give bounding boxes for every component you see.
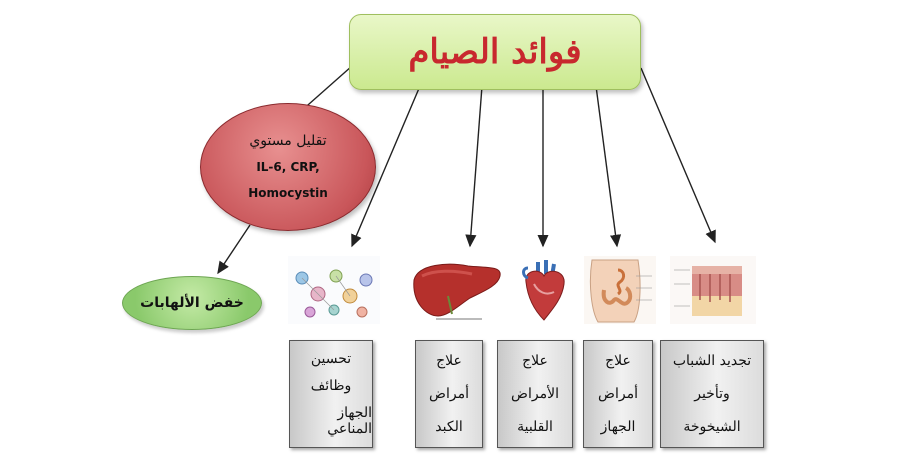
liver-icon xyxy=(413,263,501,320)
digestive-system-icon xyxy=(584,256,656,324)
inflammation-markers-oval: تقليل مستوي IL-6, CRP, Homocystin xyxy=(200,103,376,231)
card-line: وتأخير xyxy=(694,385,730,402)
heart-disease-card: علاج الأمراض القلبية xyxy=(497,340,573,448)
oval-line-3: Homocystin xyxy=(248,186,328,200)
skin-layers-icon xyxy=(670,256,756,324)
card-line: أمراض xyxy=(598,385,638,402)
card-line: الجهاز المناعي xyxy=(327,405,372,438)
arrow-to-liver xyxy=(465,85,483,248)
heart-icon xyxy=(522,260,565,321)
reduce-inflammation-oval: خفض الألهابات xyxy=(122,276,262,330)
card-line: الشيخوخة xyxy=(683,418,741,435)
card-line: علاج xyxy=(436,353,462,370)
arrow-to-green xyxy=(217,224,251,275)
card-line: أمراض xyxy=(429,385,469,402)
anti-aging-card: تجديد الشباب وتأخير الشيخوخة xyxy=(660,340,764,448)
card-line: القلبية xyxy=(517,418,553,435)
card-line: تحسين xyxy=(310,350,352,367)
reduce-inflammation-text: خفض الألهابات xyxy=(140,295,244,311)
title-text: فوائد الصيام xyxy=(408,32,582,72)
digestive-disease-card: علاج أمراض الجهاز xyxy=(583,340,653,448)
arrow-to-digestive xyxy=(595,85,622,248)
card-line: علاج xyxy=(605,353,631,370)
oval-line-2: IL-6, CRP, xyxy=(256,160,320,174)
card-line: تجديد الشباب xyxy=(672,353,752,370)
arrow-to-immune xyxy=(351,85,421,248)
title-box: فوائد الصيام xyxy=(349,14,641,90)
immune-cells-icon xyxy=(288,256,380,324)
immune-function-card: تحسين وظائف الجهاز المناعي xyxy=(289,340,373,448)
card-line: الكبد xyxy=(435,418,463,435)
oval-line-1: تقليل مستوي xyxy=(249,133,327,149)
liver-disease-card: علاج أمراض الكبد xyxy=(415,340,483,448)
card-line: علاج xyxy=(522,353,548,370)
card-line: الأمراض xyxy=(511,385,559,402)
card-line: وظائف xyxy=(310,377,352,394)
card-line: الجهاز xyxy=(600,418,636,435)
arrow-to-skin xyxy=(640,67,716,244)
